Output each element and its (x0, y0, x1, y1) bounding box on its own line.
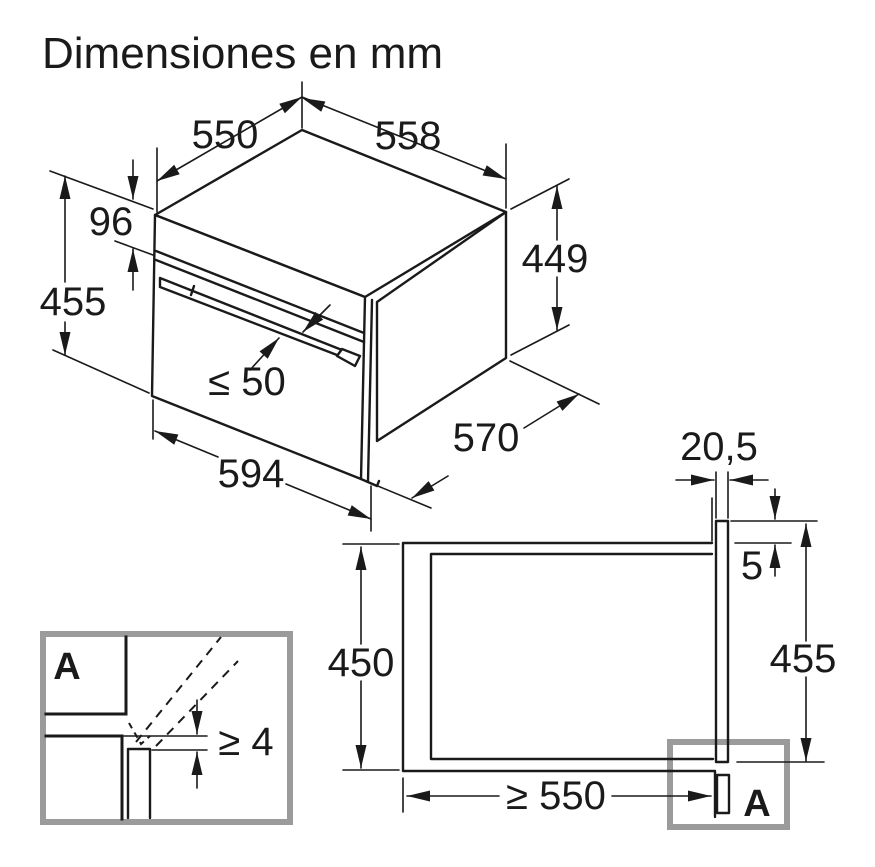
dim-label-455-front: 455 (40, 280, 107, 324)
niche-outer-outline (401, 541, 717, 819)
appliance-frame-lower-bar (715, 773, 731, 815)
detail-top-panel (44, 635, 128, 716)
dim-label-96: 96 (89, 200, 134, 244)
arrowhead (59, 176, 71, 199)
dim-line-550 (156, 96, 303, 182)
page-title: Dimensiones en mm (42, 29, 443, 78)
arrowhead (157, 164, 180, 181)
arrowhead (769, 496, 781, 519)
dim-label-455-right: 455 (770, 637, 837, 681)
dim-label-550-min: ≥ 550 (506, 774, 606, 818)
oven-extension-lines (49, 81, 600, 532)
niche-inner-outline (429, 552, 715, 761)
arrowhead (59, 332, 71, 355)
detail-bottom-panel (44, 734, 124, 821)
oven-control-strip (154, 249, 366, 344)
arrowhead (556, 394, 579, 411)
dim-label-550: 550 (192, 113, 259, 157)
dim-label-594: 594 (218, 452, 285, 496)
detail-extension-lines (123, 735, 208, 751)
appliance-frame-upper-bar (714, 519, 730, 764)
arrowhead (730, 474, 753, 486)
oven-handle (158, 276, 344, 357)
dim-label-558: 558 (375, 114, 442, 158)
arrowhead (347, 505, 371, 519)
detail-appliance-bar (126, 747, 152, 820)
arrowhead (688, 790, 711, 802)
detail-insertion-dashed-corner (128, 722, 151, 746)
arrowhead (800, 524, 812, 547)
arrowhead (407, 790, 430, 802)
arrowhead (191, 711, 203, 734)
arrowhead (691, 474, 714, 486)
dim-line-558 (301, 96, 507, 180)
dim-label-4-min: ≥ 4 (218, 720, 273, 764)
arrowhead (769, 545, 781, 568)
arrowhead (355, 745, 367, 768)
arrowhead (800, 738, 812, 761)
arrowhead (279, 97, 302, 114)
arrowhead (355, 547, 367, 570)
arrowhead (551, 307, 563, 330)
arrowhead (303, 311, 324, 332)
niche-extension-lines (342, 471, 825, 813)
oven-isometric-view: 550 558 96 455 ≤ 50 594 570 449 (40, 81, 600, 532)
dim-label-450: 450 (328, 641, 395, 685)
detail-insertion-dashed-lines (135, 636, 239, 747)
detail-view-border (40, 631, 293, 825)
dim-label-5: 5 (741, 544, 763, 588)
dim-label-449: 449 (522, 237, 589, 281)
arrowhead (191, 752, 203, 775)
arrowhead (127, 176, 139, 199)
detail-view-letter: A (53, 646, 80, 688)
arrowhead (482, 165, 506, 179)
niche-section-view: 20,5 5 455 450 ≥ 550 A (328, 425, 837, 830)
dim-label-handle-clearance: ≤ 50 (208, 360, 286, 404)
dim-label-20-5: 20,5 (680, 425, 758, 469)
dimension-arrowheads (59, 97, 812, 802)
oven-right-face (375, 210, 508, 443)
arrowhead (127, 249, 139, 272)
arrowhead (551, 186, 563, 209)
arrowhead (155, 431, 179, 445)
arrowhead (259, 338, 279, 359)
dim-label-570: 570 (453, 416, 520, 460)
niche-callout-letter: A (743, 783, 770, 825)
detail-a-view: A ≥ 4 (40, 631, 293, 825)
arrowhead (302, 98, 326, 112)
arrowhead (412, 481, 435, 498)
oven-handle-end-cap (335, 347, 362, 368)
